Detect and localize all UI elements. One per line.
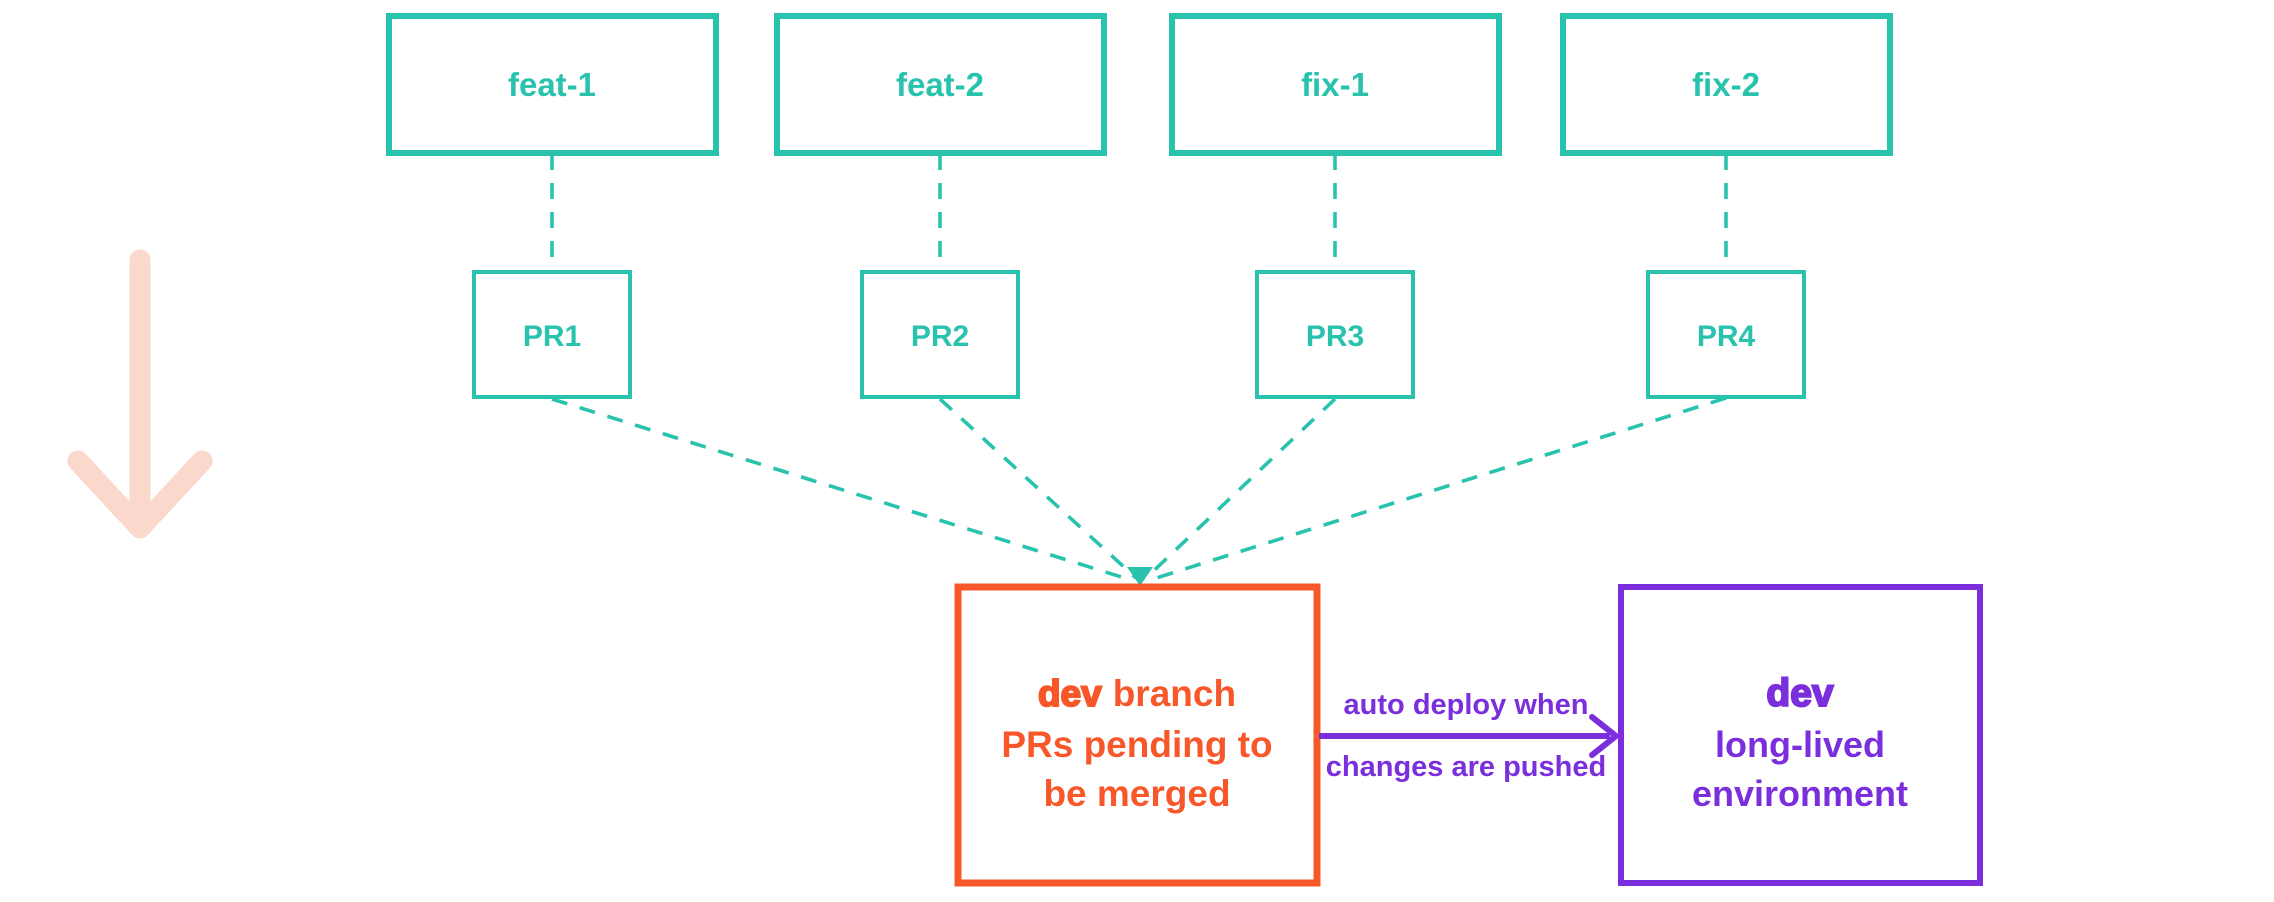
down-arrow-icon [67,249,213,539]
dev-branch-subtitle-2: be merged [1043,773,1230,814]
branch-node-fix-2: fix-2 [1560,13,1893,156]
pr-node-pr4: PR4 [1646,270,1806,399]
dev-environment-title: dev [1766,672,1834,715]
pr-label: PR2 [911,320,969,353]
pr-node-pr2: PR2 [860,270,1020,399]
dev-environment-subtitle-2: environment [1692,773,1908,814]
branch-label: fix-2 [1692,66,1760,103]
branch-label: feat-2 [896,66,984,103]
branch-node-feat-2: feat-2 [774,13,1107,156]
connector-pr4-dev [1149,396,1727,582]
connector-pr2-dev [938,397,1138,580]
connector-pr3-dev [1144,397,1337,580]
merge-arrowhead-icon [1127,567,1153,586]
branch-node-feat-1: feat-1 [386,13,719,156]
pr-node-pr1: PR1 [472,270,632,399]
dev-environment-subtitle-1: long-lived [1715,724,1885,765]
dev-branch-subtitle-1: PRs pending to [1001,724,1272,765]
deploy-arrow-label-2: changes are pushed [1326,751,1606,783]
connector-pr1-dev [551,397,1132,582]
branch-node-fix-1: fix-1 [1169,13,1502,156]
pr-node-pr3: PR3 [1255,270,1415,399]
pr-label: PR4 [1697,320,1756,353]
pr-label: PR1 [523,320,581,353]
deploy-arrow: auto deploy when changes are pushed [1319,689,1619,783]
dev-environment-node: dev long-lived environment [1618,584,1983,886]
deploy-arrow-label-1: auto deploy when [1344,689,1589,721]
branch-label: fix-1 [1301,66,1369,103]
pr-label: PR3 [1306,320,1364,353]
branch-label: feat-1 [508,66,596,103]
